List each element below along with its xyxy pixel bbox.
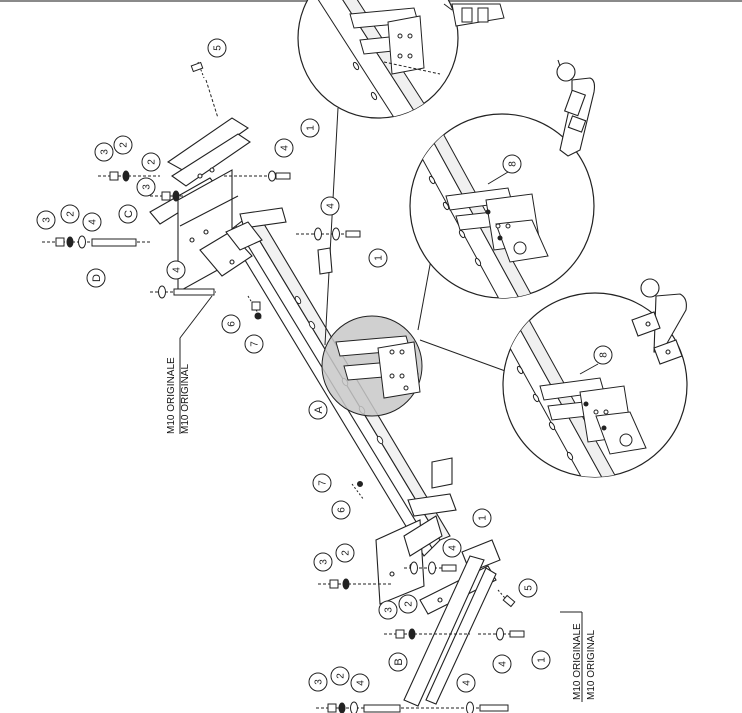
- callout-text-2-a: 2: [119, 142, 130, 148]
- callout-text-A: A: [313, 406, 325, 414]
- callout-2-b: [141, 152, 161, 172]
- callout-2-d: [335, 543, 355, 563]
- callout-2-e: [398, 594, 418, 614]
- callout-3-d: [313, 552, 333, 572]
- m10-left-leader: [179, 295, 213, 434]
- callout-text-B: B: [393, 658, 405, 665]
- callout-4-f: [442, 538, 462, 558]
- callout-text-3-c: 3: [42, 217, 53, 223]
- callout-text-4-h: 4: [356, 680, 367, 686]
- callout-8-mid: [502, 154, 522, 174]
- callout-text-1-top: 1: [306, 125, 317, 131]
- callout-text-4-i: 4: [462, 680, 473, 686]
- callout-text-3-f: 3: [314, 679, 325, 685]
- ball-hitch-right: [631, 278, 687, 365]
- callout-text-4-e: 4: [326, 203, 337, 209]
- callout-1-f: [531, 650, 551, 670]
- callout-1-top: [300, 118, 320, 138]
- callout-4-g: [492, 654, 512, 674]
- m10-right-line1: M10 ORIGINALE: [572, 623, 583, 700]
- detail-bubble-top: [297, 0, 459, 119]
- callout-text-1-f: 1: [537, 657, 548, 663]
- detail-bubble-right: [502, 292, 688, 478]
- callout-A: [308, 400, 328, 420]
- callout-text-3-a: 3: [100, 149, 111, 155]
- callout-text-4-d: 4: [172, 267, 183, 273]
- detail-leader-lines: [324, 107, 509, 373]
- callout-7-b: [312, 473, 332, 493]
- callout-8-right: [593, 345, 613, 365]
- mount-highlight-circle: [321, 315, 423, 417]
- callout-D: [86, 268, 106, 288]
- callout-4-c: [82, 212, 102, 232]
- callout-text-3-d: 3: [319, 559, 330, 565]
- callout-text-2-b: 2: [147, 159, 158, 165]
- left-fasteners: [42, 61, 361, 321]
- callout-text-4-c: 4: [88, 219, 99, 225]
- callout-4-h: [350, 673, 370, 693]
- callout-4-top: [274, 138, 294, 158]
- callout-text-3-e: 3: [384, 607, 395, 613]
- m10-right-line2: M10 ORIGINAL: [586, 630, 597, 700]
- callout-4-e: [320, 196, 340, 216]
- callout-text-2-c: 2: [66, 211, 77, 217]
- callout-text-3-b: 3: [142, 184, 153, 190]
- right-bracket-b: [375, 457, 501, 707]
- callout-C: [118, 204, 138, 224]
- callout-text-5-b: 5: [524, 585, 535, 591]
- callout-2-a: [113, 135, 133, 155]
- m10-left-line2: M10 ORIGINAL: [180, 364, 191, 434]
- callout-6-b: [331, 500, 351, 520]
- callout-texts: 5 1 4 3 2 2 3 C 3 2 4 D 4 4 1 6 7 A 8 8 …: [42, 45, 610, 686]
- callout-3-c: [36, 210, 56, 230]
- callout-text-7-a: 7: [250, 341, 261, 347]
- callout-text-C: C: [123, 210, 135, 218]
- right-fasteners: [316, 481, 525, 713]
- callout-text-8-mid: 8: [508, 161, 519, 167]
- callout-text-5-top: 5: [213, 45, 224, 51]
- callout-7-a: [244, 334, 264, 354]
- top-right-part-fragment: [443, 3, 505, 27]
- callout-3-f: [308, 672, 328, 692]
- callout-B: [388, 652, 408, 672]
- callout-text-4-top: 4: [280, 145, 291, 151]
- callout-4-d: [166, 260, 186, 280]
- callout-text-8-right: 8: [599, 352, 610, 358]
- callout-text-6-a: 6: [227, 321, 238, 327]
- m10-right-leader: [560, 611, 583, 702]
- callout-3-a: [94, 142, 114, 162]
- m10-labels: M10 ORIGINALE M10 ORIGINAL M10 ORIGINALE…: [166, 357, 597, 700]
- callout-2-f: [330, 666, 350, 686]
- callout-4-i: [456, 673, 476, 693]
- callout-text-7-b: 7: [318, 480, 329, 486]
- left-end-plate: [225, 207, 333, 275]
- callout-text-1-b: 1: [478, 515, 489, 521]
- callout-text-2-f: 2: [336, 673, 347, 679]
- callout-text-6-b: 6: [337, 507, 348, 513]
- callout-text-2-e: 2: [404, 601, 415, 607]
- ball-hitch-top: [556, 59, 596, 157]
- callout-3-b: [136, 177, 156, 197]
- detail-bubble-middle: [409, 113, 595, 299]
- callout-text-4-g: 4: [498, 661, 509, 667]
- callouts: [36, 38, 613, 693]
- callout-text-4-f: 4: [448, 545, 459, 551]
- m10-left-line1: M10 ORIGINALE: [166, 357, 177, 434]
- callout-1-e: [368, 248, 388, 268]
- callout-6-a: [221, 314, 241, 334]
- callout-3-e: [378, 600, 398, 620]
- left-bracket-c: [149, 117, 253, 293]
- callout-text-1-e: 1: [374, 255, 385, 261]
- callout-5-b: [518, 578, 538, 598]
- callout-1-b: [472, 508, 492, 528]
- callout-5-top: [207, 38, 227, 58]
- callout-text-2-d: 2: [341, 550, 352, 556]
- callout-text-D: D: [91, 274, 103, 282]
- callout-2-c: [60, 204, 80, 224]
